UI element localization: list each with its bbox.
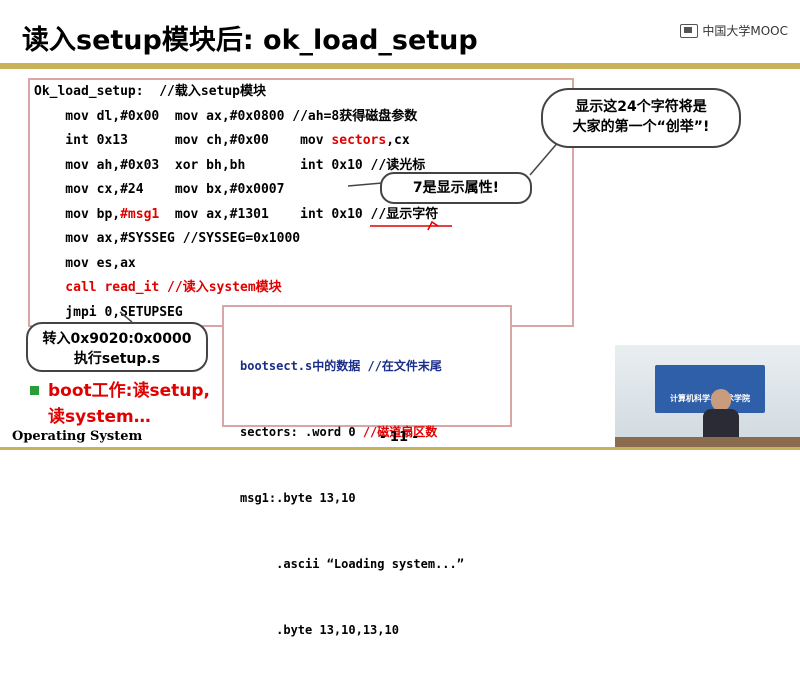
data-line-1: bootsect.s中的数据 //在文件末尾 [240, 359, 442, 373]
code-segment: mov ah,#0x03 xor bh,bh int 0x10 //读光标 [34, 157, 426, 173]
code-segment: mov bp, [34, 206, 121, 222]
code-segment: #msg1 [120, 206, 160, 222]
code-line: mov es,ax [34, 252, 438, 277]
bullet-text: boot工作:读setup, 读system… [48, 378, 210, 430]
footer-course: Operating System [12, 429, 143, 444]
code-line: Ok_load_setup: //载入setup模块 [34, 80, 438, 105]
video-banner: 计算机科学与技术学院 [655, 365, 765, 413]
bullet-square-icon [30, 386, 39, 395]
slide-title: 读入setup模块后: ok_load_setup [22, 25, 478, 56]
code-segment: mov ax,#1301 int 0x10 //显示字符 [159, 206, 439, 222]
code-line: mov dl,#0x00 mov ax,#0x0800 //ah=8获得磁盘参数 [34, 105, 438, 130]
code-segment: ,cx [386, 133, 410, 148]
code-line: mov ax,#SYSSEG //SYSSEG=0x1000 [34, 227, 438, 252]
footer-page-number: - 11 - [380, 430, 418, 445]
bullet-line-1: boot工作:读setup, [48, 381, 210, 401]
jump-callout: 转入0x9020:0x0000 执行setup.s [26, 322, 208, 372]
code-segment: mov es,ax [34, 255, 136, 271]
lecturer-video: 计算机科学与技术学院 [615, 345, 800, 450]
count-callout: 显示这24个字符将是 大家的第一个“创举”! [541, 88, 741, 148]
attr-callout-text: 7是显示属性! [412, 180, 500, 196]
attr-pointer [347, 182, 383, 187]
code-segment: mov cx,#24 mov bx,#0x0007 [34, 182, 285, 197]
attr-callout: 7是显示属性! [380, 172, 532, 204]
lecturer-head [711, 389, 731, 411]
data-box: bootsect.s中的数据 //在文件末尾 sectors: .word 0 … [222, 305, 512, 637]
code-line: call read_it //读入system模块 [34, 276, 438, 301]
footer-divider [0, 447, 800, 450]
code-segment: mov ax,#SYSSEG //SYSSEG=0x1000 [34, 231, 301, 246]
mooc-watermark: 中国大学MOOC [680, 22, 788, 39]
count-callout-line1: 显示这24个字符将是 [575, 99, 707, 115]
title-divider [0, 63, 800, 69]
video-desk [615, 437, 800, 450]
data-line-2: sectors: .word 0 //磁道扇区数 [240, 425, 438, 439]
jump-pointer [119, 311, 133, 323]
data-line-4: .ascii “Loading system...” [240, 557, 464, 571]
code-segment: sectors [331, 133, 387, 148]
code-segment: Ok_load_setup: //载入setup模块 [34, 84, 267, 99]
data-line-3: msg1:.byte 13,10 [240, 491, 356, 505]
jump-callout-line1: 转入0x9020:0x0000 [42, 331, 192, 347]
data-listing: bootsect.s中的数据 //在文件末尾 sectors: .word 0 … [240, 311, 464, 685]
code-line: mov cx,#24 mov bx,#0x0007 [34, 178, 438, 203]
annotation-arrows [119, 139, 561, 323]
code-segment: int 0x13 mov ch,#0x00 mov [34, 133, 332, 148]
mooc-watermark-text: 中国大学MOOC [702, 24, 788, 38]
underline-arrowhead [427, 220, 439, 231]
code-line: mov bp,#msg1 mov ax,#1301 int 0x10 //显示字… [34, 203, 438, 228]
jump-callout-line2: 执行setup.s [73, 351, 161, 367]
code-listing: Ok_load_setup: //载入setup模块 mov dl,#0x00 … [34, 80, 438, 325]
mooc-logo-icon [680, 23, 699, 38]
code-line: int 0x13 mov ch,#0x00 mov sectors,cx [34, 129, 438, 154]
count-callout-line2: 大家的第一个“创举”! [572, 119, 710, 135]
bullet-line-2: 读system… [48, 407, 151, 427]
code-segment: mov dl,#0x00 mov ax,#0x0800 //ah=8获得磁盘参数 [34, 108, 418, 124]
code-line: mov ah,#0x03 xor bh,bh int 0x10 //读光标 [34, 154, 438, 179]
data-line-5: .byte 13,10,13,10 [240, 623, 399, 637]
count-pointer [529, 139, 561, 176]
code-segment: call read_it //读入system模块 [34, 280, 282, 295]
